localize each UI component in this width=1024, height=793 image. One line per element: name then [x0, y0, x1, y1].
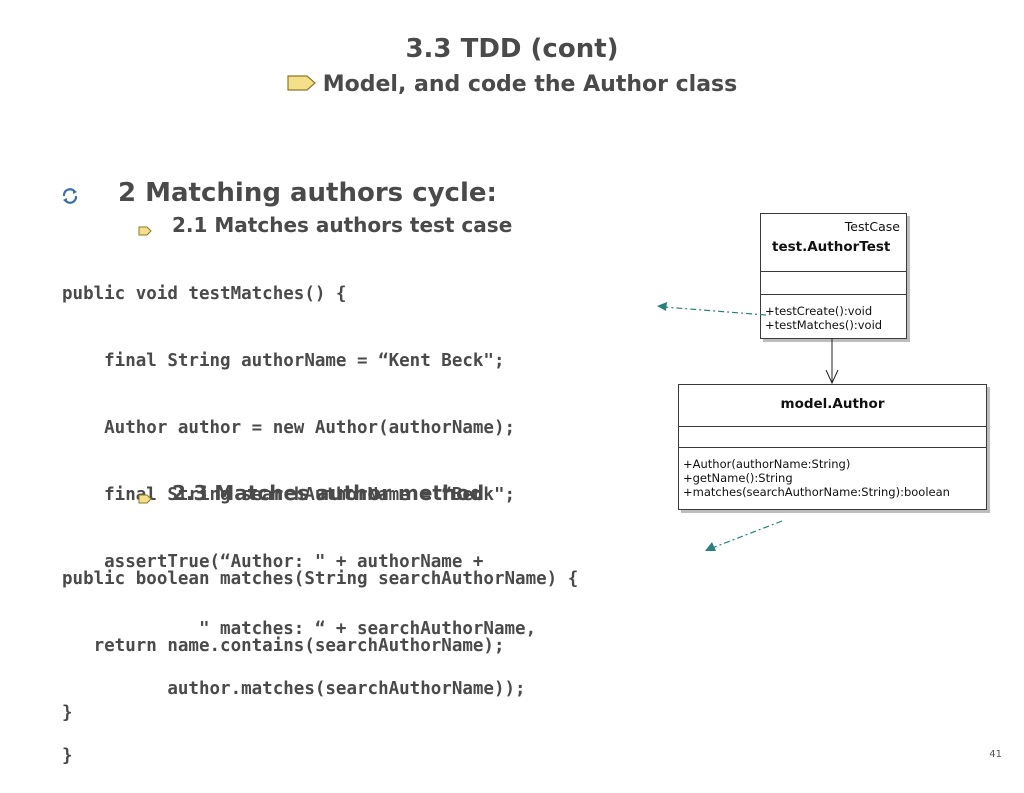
uml-method: +testMatches():void — [765, 318, 883, 332]
uml-method: +testCreate():void — [765, 304, 873, 318]
section-heading: 2 Matching authors cycle: — [118, 178, 497, 208]
uml-attributes-section — [679, 426, 986, 447]
uml-method: +Author(authorName:String) — [683, 457, 851, 471]
uml-attributes-section — [761, 271, 906, 294]
code-line: Author author = new Author(authorName); — [62, 418, 516, 438]
note-link-arrowhead — [657, 302, 667, 311]
uml-class-header: TestCase test.AuthorTest — [761, 214, 906, 271]
code-line: public void testMatches() { — [62, 284, 347, 304]
code-line: } — [62, 746, 73, 766]
uml-class-author-test: TestCase test.AuthorTest +testCreate():v… — [760, 213, 907, 339]
uml-method: +getName():String — [683, 471, 793, 485]
arrow-icon — [287, 73, 317, 98]
uml-class-author: model.Author +Author(authorName:String) … — [678, 384, 987, 510]
slide-subtitle: Model, and code the Author class — [322, 72, 738, 97]
page-number: 41 — [989, 749, 1002, 760]
slide-subtitle-row: Model, and code the Author class — [0, 72, 1024, 98]
note-link-line — [711, 520, 783, 549]
sub-bullet-method: 2.3 Matches author method — [172, 481, 485, 505]
code-block-test: public void testMatches() { final String… — [62, 244, 536, 793]
slide-title: 3.3 TDD (cont) — [405, 34, 619, 64]
note-link-line — [663, 306, 767, 316]
cycle-icon — [60, 186, 80, 210]
code-line: author.matches(searchAuthorName)); — [62, 679, 526, 699]
code-block-method: public boolean matches(String searchAuth… — [62, 529, 578, 750]
uml-methods-section: +testCreate():void +testMatches():void — [761, 294, 906, 332]
dependency-arrowhead — [825, 369, 839, 385]
uml-stereotype: TestCase — [844, 219, 900, 234]
sub-bullet-arrow-icon — [138, 489, 152, 508]
uml-class-name: test.AuthorTest — [772, 239, 891, 255]
code-line: } — [62, 703, 73, 723]
code-line: " matches: “ + searchAuthorName, — [62, 619, 537, 639]
uml-methods-section: +Author(authorName:String) +getName():St… — [679, 447, 986, 499]
note-link-arrowhead — [705, 542, 716, 551]
uml-method: +matches(searchAuthorName:String):boolea… — [683, 485, 950, 499]
code-line: assertTrue(“Author: " + authorName + — [62, 552, 484, 572]
code-line: public boolean matches(String searchAuth… — [62, 569, 579, 589]
uml-connectors — [657, 302, 839, 551]
sub-bullet-test-case: 2.1 Matches authors test case — [172, 213, 513, 237]
sub-bullet-arrow-icon — [138, 221, 152, 240]
code-line: final String searchAuthorName = “Beck"; — [62, 485, 516, 505]
uml-class-name: model.Author — [780, 396, 885, 412]
code-line: final String authorName = “Kent Beck"; — [62, 351, 505, 371]
code-line: return name.contains(searchAuthorName); — [62, 636, 505, 656]
